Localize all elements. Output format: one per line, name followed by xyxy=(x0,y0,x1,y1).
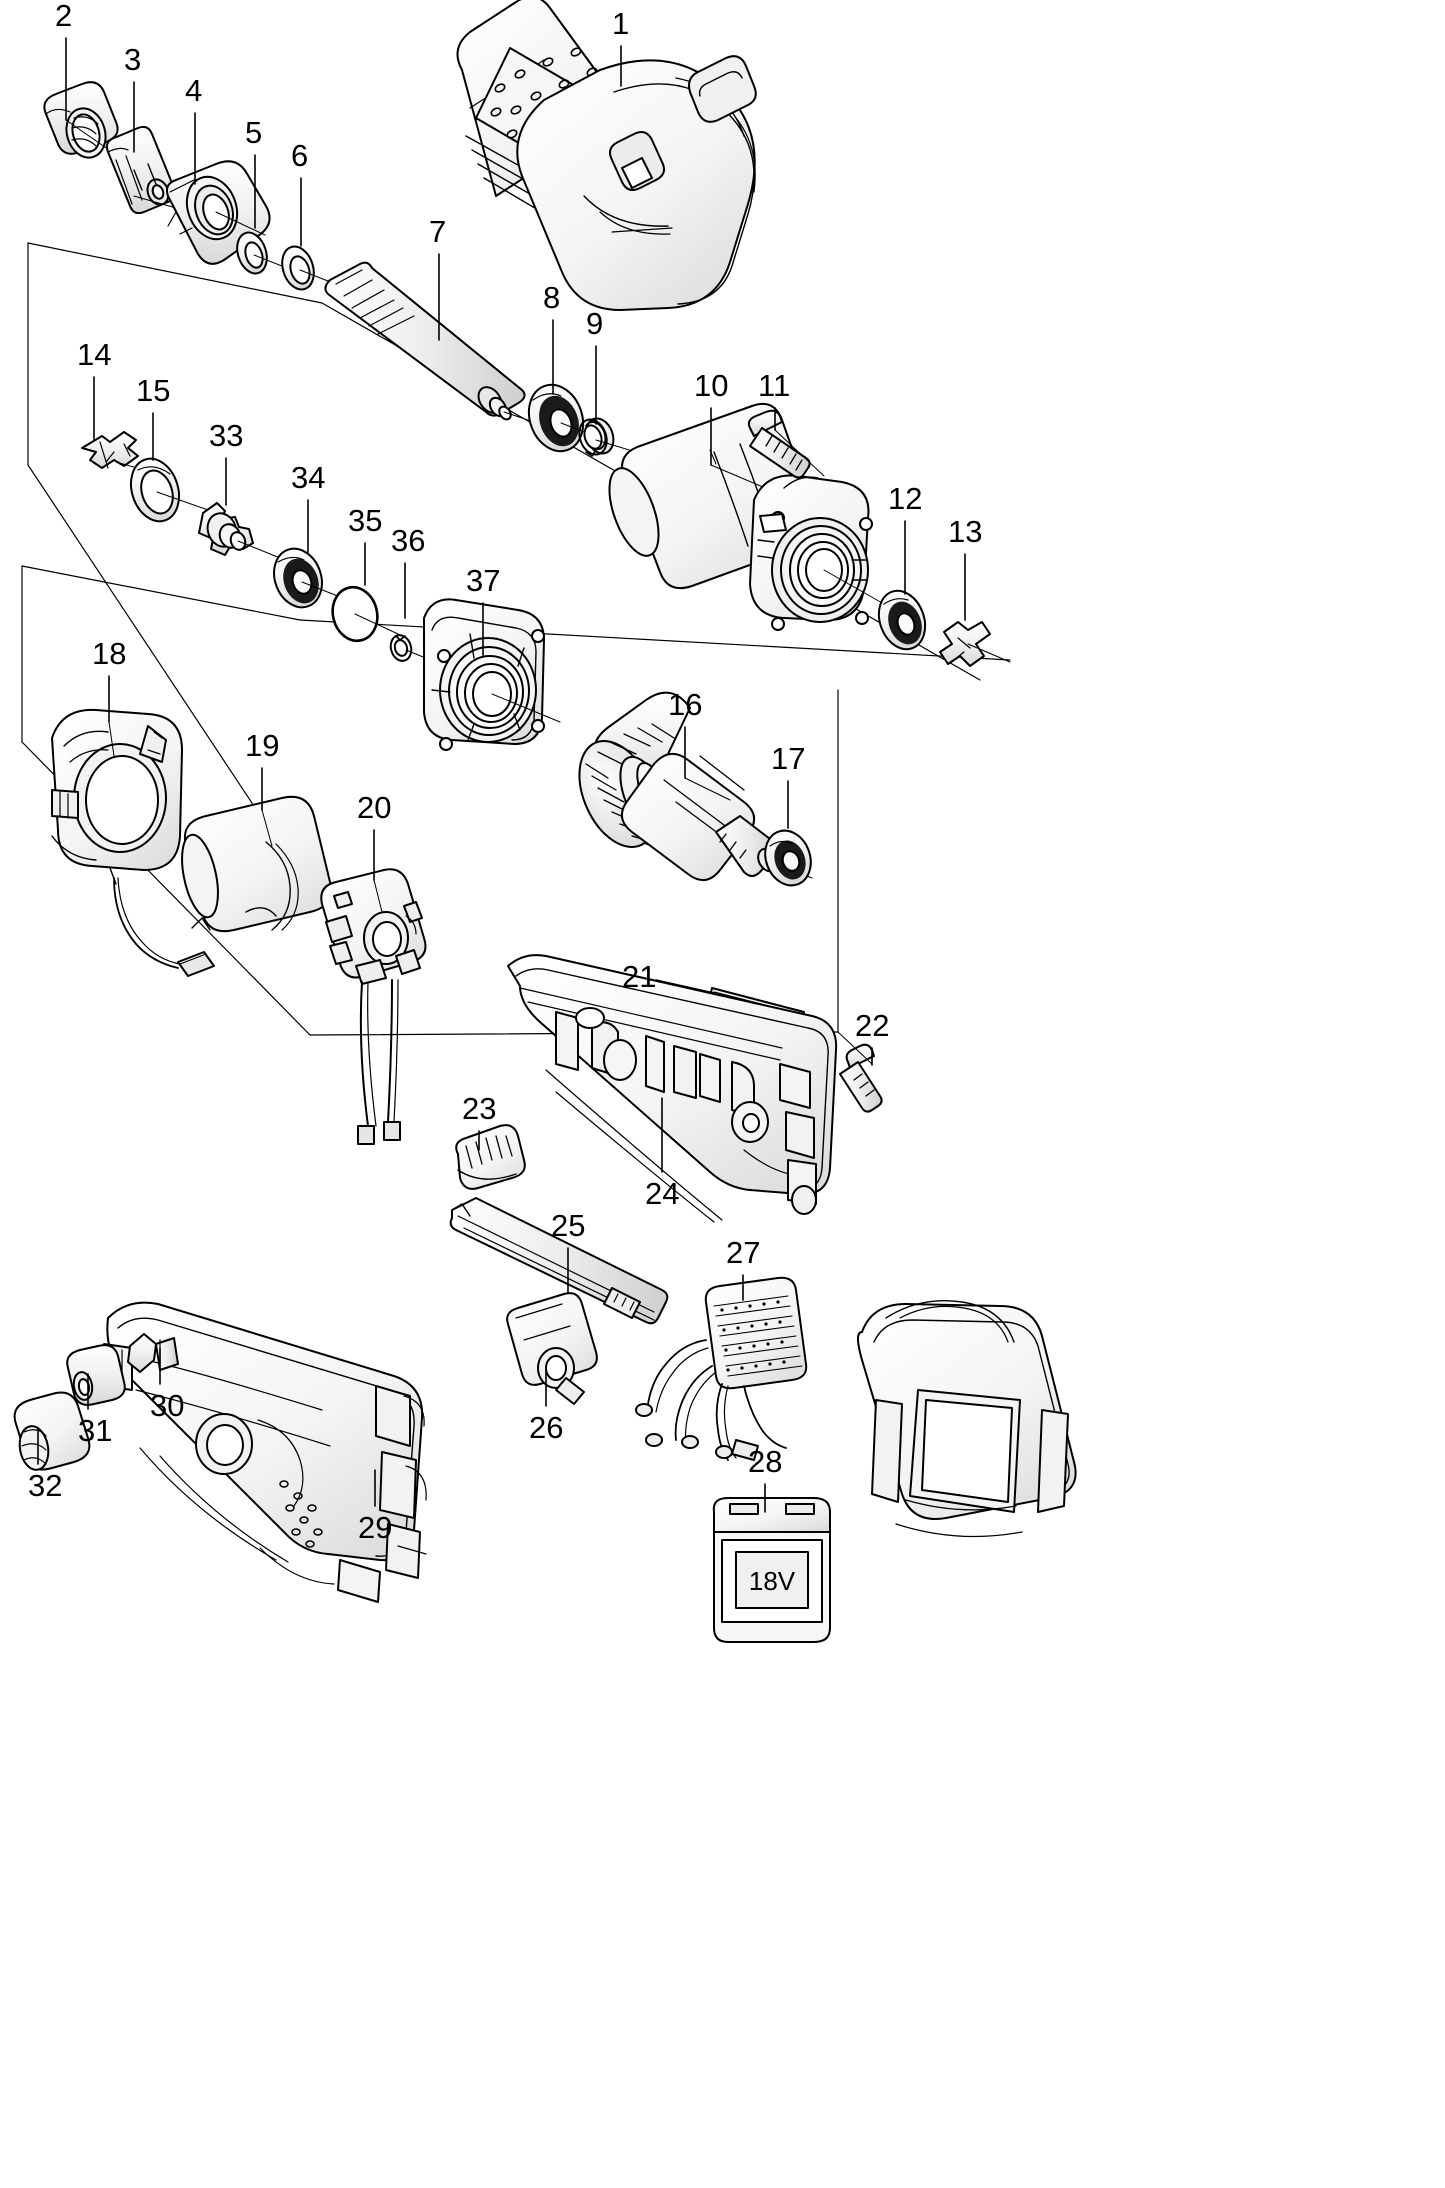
callout-number-12: 12 xyxy=(888,481,923,516)
callout-number-19: 19 xyxy=(245,728,280,763)
callout-number-21: 21 xyxy=(622,959,657,994)
callout-number-27: 27 xyxy=(726,1235,761,1270)
callout-number-37: 37 xyxy=(466,563,501,598)
part-8-ball-bearing xyxy=(527,383,601,453)
part-6-washer xyxy=(281,245,339,291)
callout-number-11: 11 xyxy=(758,368,791,403)
callout-number-35: 35 xyxy=(348,503,383,538)
callout-number-5: 5 xyxy=(245,115,263,150)
callout-number-29: 29 xyxy=(358,1510,393,1545)
part-36-retaining-ring xyxy=(389,634,451,669)
part-26-speed-dial xyxy=(506,1292,598,1405)
part-11-screw xyxy=(747,409,825,479)
part-10-motor-housing xyxy=(608,402,885,631)
part-1-tool-body xyxy=(456,0,757,311)
part-22-screw xyxy=(837,1031,883,1113)
callout-number-22: 22 xyxy=(855,1008,890,1043)
callout-number-23: 23 xyxy=(462,1091,497,1126)
part-17-bearing xyxy=(764,829,812,887)
callout-number-9: 9 xyxy=(586,306,604,341)
part-37-gear-housing xyxy=(423,598,561,751)
callout-number-24: 24 xyxy=(645,1176,680,1211)
part-12-bearing xyxy=(877,589,927,651)
part-24-housing-half xyxy=(507,954,838,1223)
part-19-motor-sleeve xyxy=(181,795,332,933)
callout-number-8: 8 xyxy=(543,280,561,315)
callout-number-25: 25 xyxy=(551,1208,586,1243)
part-32-end-cap xyxy=(13,1391,91,1471)
callout-number-14: 14 xyxy=(77,337,112,372)
callout-number-3: 3 xyxy=(124,42,142,77)
part-28-battery-terminal: 18V xyxy=(712,1497,831,1643)
callout-number-34: 34 xyxy=(291,460,326,495)
callout-number-20: 20 xyxy=(357,790,392,825)
part-15-seal-ring xyxy=(129,457,209,523)
callout-number-4: 4 xyxy=(185,73,203,108)
callout-number-10: 10 xyxy=(694,368,729,403)
callout-number-2: 2 xyxy=(55,0,73,33)
part-7-spindle xyxy=(324,261,541,425)
callout-number-1: 1 xyxy=(612,6,630,41)
callout-number-6: 6 xyxy=(291,138,309,173)
callout-number-33: 33 xyxy=(209,418,244,453)
callout-number-28: 28 xyxy=(748,1444,783,1479)
callout-number-7: 7 xyxy=(429,214,447,249)
part-33-bearing-box xyxy=(198,502,286,561)
battery-pack xyxy=(857,1300,1077,1538)
callout-number-32: 32 xyxy=(28,1468,63,1503)
callout-number-36: 36 xyxy=(391,523,426,558)
part-34-ball-bearing xyxy=(273,547,349,609)
callout-number-15: 15 xyxy=(136,373,171,408)
part-5-washer xyxy=(236,231,293,275)
part-27-controller xyxy=(635,1276,808,1461)
part-13-key xyxy=(939,621,1011,667)
part-2-collet-nut xyxy=(43,81,119,159)
callout-number-16: 16 xyxy=(668,687,703,722)
callout-number-26: 26 xyxy=(529,1410,564,1445)
part-20-switch-unit xyxy=(320,868,427,1145)
callout-number-30: 30 xyxy=(150,1388,185,1423)
callout-number-18: 18 xyxy=(92,636,127,671)
part-23-paddle-lever xyxy=(455,1124,526,1190)
leader-line-21 xyxy=(655,979,715,994)
part-9-retaining-ring xyxy=(578,417,637,457)
callout-number-13: 13 xyxy=(948,514,983,549)
part-18-brush-holder-assembly xyxy=(51,708,215,977)
part-25-terminal-strip xyxy=(449,1197,669,1325)
part-31-cap xyxy=(66,1344,126,1406)
callout-number-31: 31 xyxy=(78,1413,113,1448)
battery-voltage-text: 18V xyxy=(749,1566,796,1596)
callout-number-17: 17 xyxy=(771,741,806,776)
part-35-o-ring xyxy=(331,585,399,643)
